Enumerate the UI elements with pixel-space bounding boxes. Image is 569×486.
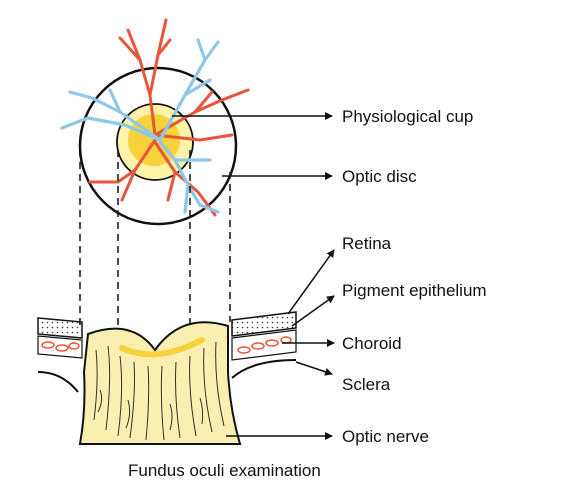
label-physiological-cup: Physiological cup <box>342 107 473 126</box>
label-optic-disc: Optic disc <box>342 167 417 186</box>
cross-section <box>38 312 296 444</box>
label-choroid: Choroid <box>342 334 402 353</box>
sclera-right <box>232 360 296 378</box>
label-retina: Retina <box>342 234 392 253</box>
label-optic-nerve: Optic nerve <box>342 427 429 446</box>
label-sclera: Sclera <box>342 375 391 394</box>
fundus-view <box>62 20 248 224</box>
retina-layer-left <box>38 318 82 338</box>
arrow-sclera <box>296 362 332 374</box>
arrow-retina <box>288 250 334 314</box>
label-pigment-epithelium: Pigment epithelium <box>342 281 487 300</box>
figure-caption: Fundus oculi examination <box>128 461 321 480</box>
sclera-left <box>38 372 78 392</box>
optic-nerve-shape <box>80 322 240 444</box>
